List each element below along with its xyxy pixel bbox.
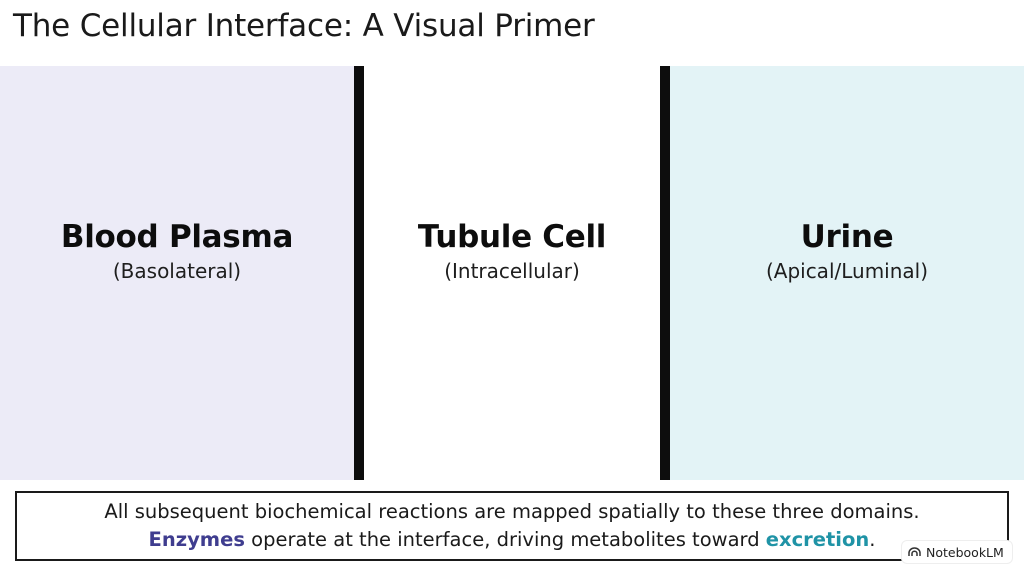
panel-tubule-cell: Tubule Cell (Intracellular) xyxy=(364,66,660,480)
panel-subtitle-blood-plasma: (Basolateral) xyxy=(112,259,242,283)
panel-blood-plasma: Blood Plasma (Basolateral) xyxy=(0,66,354,480)
panel-title-blood-plasma: Blood Plasma xyxy=(60,219,294,255)
notebooklm-icon xyxy=(908,547,921,557)
keyword-excretion: excretion xyxy=(765,528,870,551)
panel-subtitle-tubule-cell: (Intracellular) xyxy=(444,259,580,283)
caption-line-2-middle: operate at the interface, driving metabo… xyxy=(244,528,766,551)
panel-title-urine: Urine xyxy=(800,219,894,255)
membrane-divider-basolateral xyxy=(354,66,364,480)
panel-subtitle-urine: (Apical/Luminal) xyxy=(765,259,929,283)
panel-title-tubule-cell: Tubule Cell xyxy=(417,219,607,255)
keyword-enzymes: Enzymes xyxy=(148,528,245,551)
membrane-divider-apical xyxy=(660,66,670,480)
domain-panels: Blood Plasma (Basolateral) Tubule Cell (… xyxy=(0,66,1024,480)
caption-line-2: Enzymes operate at the interface, drivin… xyxy=(149,526,876,554)
badge-label: NotebookLM xyxy=(926,544,1004,560)
caption-line-2-end: . xyxy=(869,528,876,551)
notebooklm-badge: NotebookLM xyxy=(902,541,1012,563)
caption-line-1: All subsequent biochemical reactions are… xyxy=(104,500,920,523)
page-title: The Cellular Interface: A Visual Primer xyxy=(13,8,595,44)
caption-box: All subsequent biochemical reactions are… xyxy=(15,491,1009,561)
panel-urine: Urine (Apical/Luminal) xyxy=(670,66,1024,480)
